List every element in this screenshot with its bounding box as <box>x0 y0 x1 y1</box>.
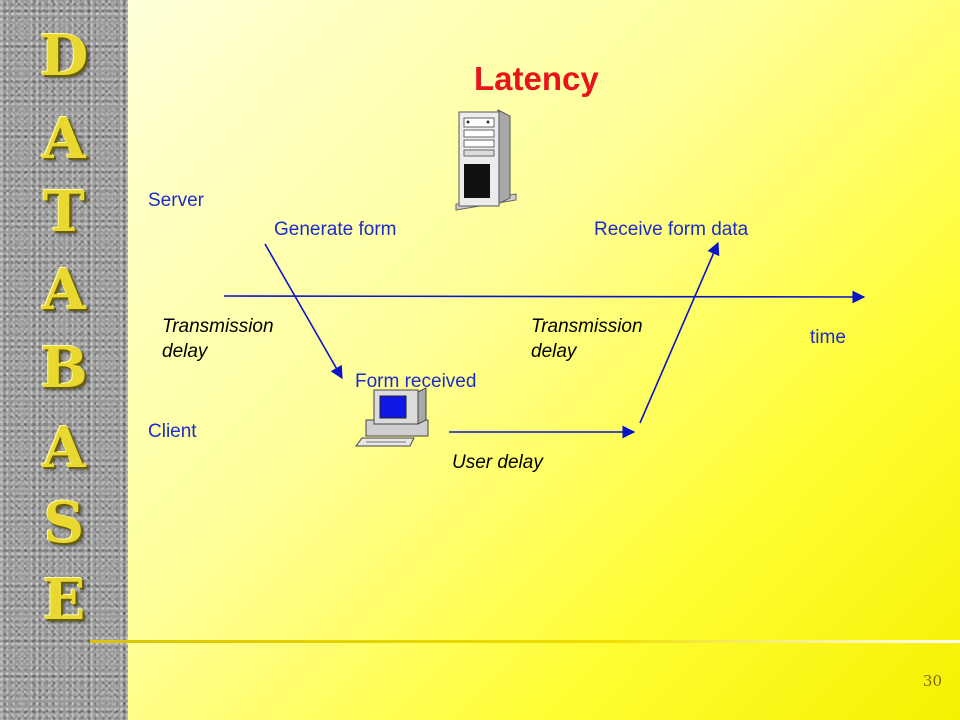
form-received-label: Form received <box>355 371 477 392</box>
server-tower-icon <box>455 109 517 211</box>
sidebar-letter: A <box>42 106 86 172</box>
sidebar-letter: A <box>42 257 86 323</box>
slide-title: Latency <box>474 60 599 97</box>
sidebar-letter: S <box>43 490 85 556</box>
client-label: Client <box>148 421 197 442</box>
generate-form-label: Generate form <box>274 219 397 240</box>
sidebar-letter: E <box>42 567 86 633</box>
desktop-computer-icon <box>355 387 429 447</box>
user-delay-label: User delay <box>452 452 543 473</box>
transmission-arrow-up <box>639 241 720 424</box>
transmission-delay-label-right: Transmission delay <box>531 314 643 364</box>
transmission-delay-line: delay <box>162 341 208 362</box>
sidebar-letter: A <box>42 415 86 481</box>
transmission-delay-line: Transmission <box>531 316 643 337</box>
time-label: time <box>810 327 846 348</box>
transmission-delay-label-left: Transmission delay <box>162 314 274 364</box>
receive-form-data-label: Receive form data <box>594 219 749 240</box>
server-label: Server <box>148 190 204 211</box>
footer-rule <box>90 640 960 643</box>
transmission-arrow-down <box>264 243 343 380</box>
slide-number: 30 <box>922 672 942 690</box>
sidebar-letter: D <box>39 23 89 89</box>
transmission-delay-line: Transmission <box>162 316 274 337</box>
time-axis-arrow <box>223 290 866 304</box>
sidebar-letter: T <box>43 179 85 245</box>
sidebar: D A T A B A S E <box>0 0 128 720</box>
sidebar-letter: B <box>40 335 88 401</box>
transmission-delay-line: delay <box>531 341 577 362</box>
